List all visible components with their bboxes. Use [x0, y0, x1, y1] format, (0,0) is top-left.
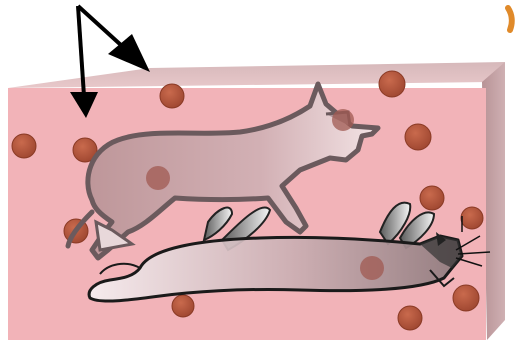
particle-dot	[12, 134, 36, 158]
particle-dot	[405, 124, 431, 150]
particle-dot	[379, 71, 405, 97]
orange-mark	[508, 8, 512, 30]
particle-dot	[398, 306, 422, 330]
particle-dot	[332, 109, 354, 131]
particle-dot	[146, 166, 170, 190]
particle-dot	[420, 186, 444, 210]
particle-dot	[360, 256, 384, 280]
particle-dot	[160, 84, 184, 108]
particle-dot	[453, 285, 479, 311]
particle-dot	[172, 295, 194, 317]
particle-dot	[461, 207, 483, 229]
